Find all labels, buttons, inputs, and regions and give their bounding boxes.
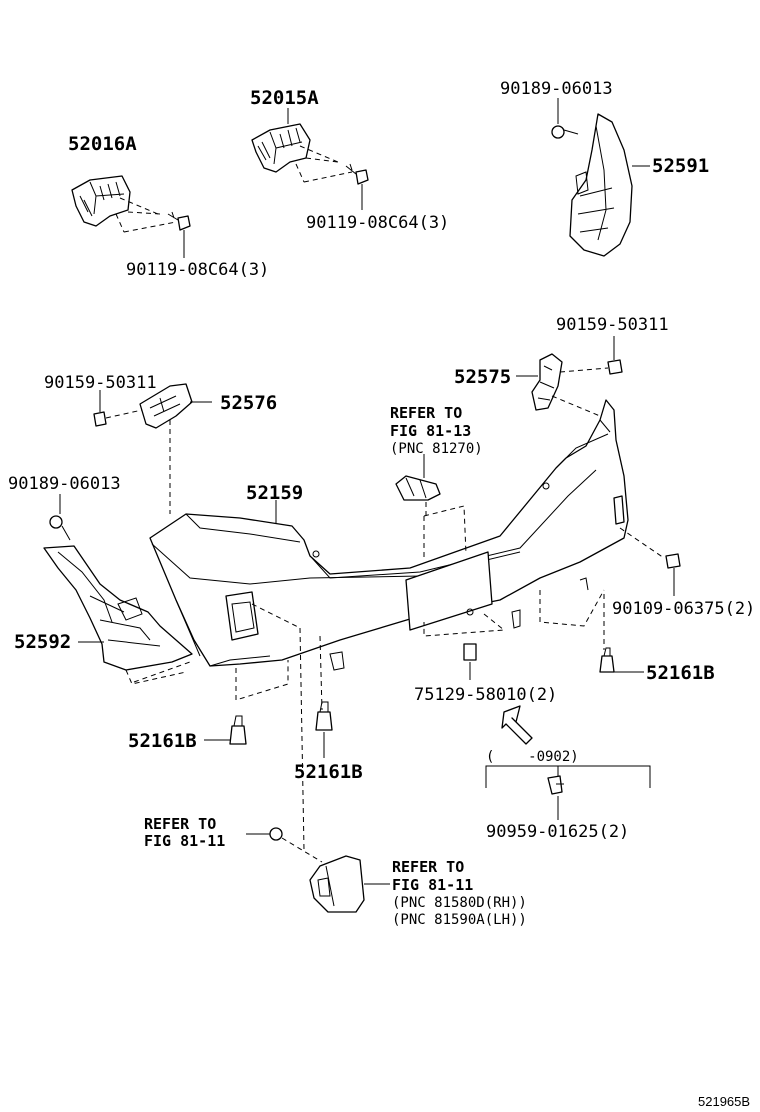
label-52016a: 52016A bbox=[68, 133, 137, 155]
label-75129-58010: 75129-58010(2) bbox=[414, 685, 557, 705]
label-90109-06375: 90109-06375(2) bbox=[612, 599, 755, 619]
bracket-52015a bbox=[251, 108, 353, 183]
ref-fig-81-11-right-line3: (PNC 81580D(RH)) bbox=[392, 895, 527, 911]
label-90189-06013-top: 90189-06013 bbox=[500, 79, 613, 99]
bolt-90119-a bbox=[167, 211, 191, 258]
reflector-bracket-81270 bbox=[395, 454, 441, 516]
label-90959-01625: 90959-01625(2) bbox=[486, 822, 629, 842]
view-arrow bbox=[501, 705, 533, 745]
label-90119-08c64-a: 90119-08C64(3) bbox=[306, 213, 449, 233]
label-90159-50311-right: 90159-50311 bbox=[556, 315, 669, 335]
clip-90189-top bbox=[551, 98, 579, 139]
ref-fig-81-11-right-line1: REFER TO bbox=[392, 858, 464, 876]
ref-fig-81-11-right-line4: (PNC 81590A(LH)) bbox=[392, 912, 527, 928]
label-52592: 52592 bbox=[14, 631, 71, 653]
ref-fig-81-11-right-line2: FIG 81-11 bbox=[392, 876, 473, 894]
label-52591: 52591 bbox=[652, 155, 709, 177]
bracket-52576 bbox=[139, 383, 212, 514]
ref-fig-81-13-line2: FIG 81-13 bbox=[390, 422, 471, 440]
splash-shield-52592 bbox=[43, 545, 193, 685]
bolt-90159-right bbox=[559, 336, 623, 375]
ref-fig-81-11-left-line1: REFER TO bbox=[144, 815, 216, 833]
label-52161b-center: 52161B bbox=[294, 761, 363, 783]
clip-52161b-left bbox=[204, 715, 247, 745]
label-90119-08c64-b: 90119-08C64(3) bbox=[126, 260, 269, 280]
label-52575: 52575 bbox=[454, 366, 511, 388]
clip-90959 bbox=[547, 775, 564, 820]
range-bracket bbox=[485, 765, 651, 788]
label-52576: 52576 bbox=[220, 392, 277, 414]
nut-fig-81-11 bbox=[246, 827, 323, 863]
clip-52161b-right bbox=[599, 647, 644, 673]
bracket-52575 bbox=[516, 353, 601, 417]
label-52161b-right: 52161B bbox=[646, 662, 715, 684]
bolt-90159-left bbox=[93, 390, 143, 427]
splash-shield-52591 bbox=[569, 113, 650, 257]
clip-52161b-center bbox=[315, 701, 333, 758]
ref-fig-81-11-left-line2: FIG 81-11 bbox=[144, 832, 225, 850]
label-52015a: 52015A bbox=[250, 87, 319, 109]
label-90159-50311-left: 90159-50311 bbox=[44, 373, 157, 393]
clip-75129 bbox=[463, 643, 477, 680]
clip-90189-left bbox=[49, 494, 71, 541]
bolt-90109 bbox=[665, 553, 681, 596]
bolt-90119-b bbox=[345, 163, 369, 210]
label-52159: 52159 bbox=[246, 482, 303, 504]
assembly-lines bbox=[133, 505, 665, 851]
label-52161b-left: 52161B bbox=[128, 730, 197, 752]
ref-fig-81-13-line3: (PNC 81270) bbox=[390, 441, 483, 457]
bumper-cover-52159 bbox=[149, 399, 629, 671]
side-lamp-81580d bbox=[309, 855, 390, 913]
ref-fig-81-13-line1: REFER TO bbox=[390, 404, 462, 422]
label-range: ( -0902) bbox=[486, 749, 579, 765]
label-90189-06013-left: 90189-06013 bbox=[8, 474, 121, 494]
diagram-code: 521965B bbox=[698, 1094, 750, 1109]
bracket-52016a bbox=[71, 175, 177, 233]
